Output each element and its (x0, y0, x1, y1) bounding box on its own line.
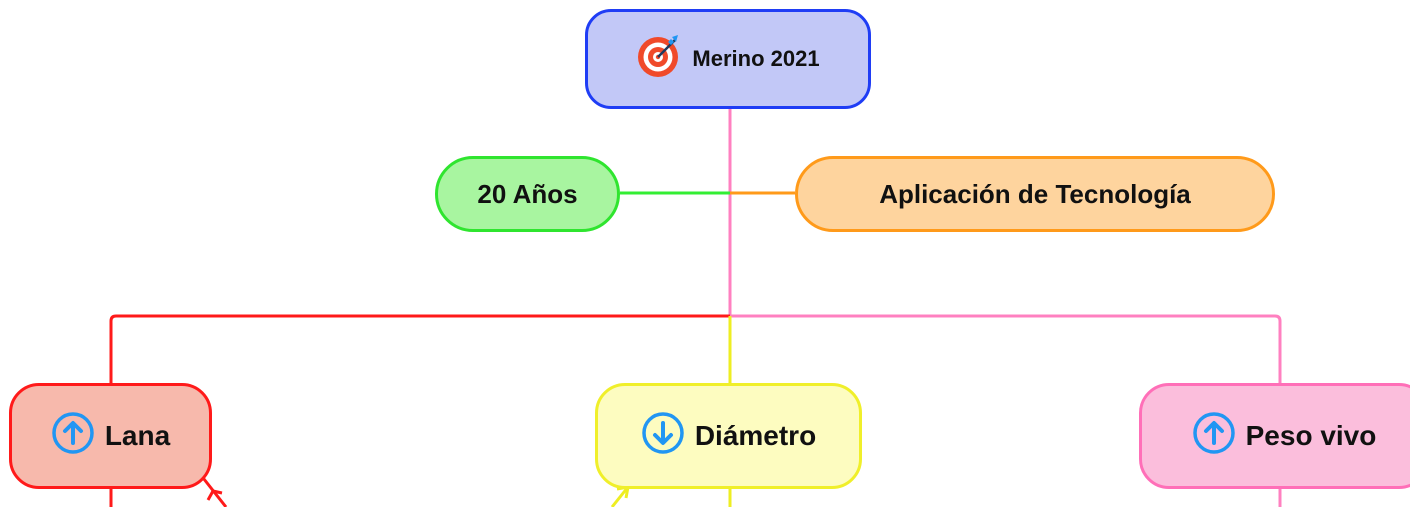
cross-link-lana-arrowhead (206, 489, 223, 501)
arrow-up-icon (51, 411, 95, 462)
connector-to-peso (730, 314, 1282, 383)
cross-link-diametro (610, 486, 630, 507)
node-aplicacion-tecnologia-label: Aplicación de Tecnología (879, 178, 1191, 209)
node-diametro-label: Diámetro (694, 420, 817, 451)
node-peso-vivo-label: Peso vivo (1245, 420, 1377, 451)
node-diametro[interactable]: Diámetro (595, 383, 862, 489)
connector-to-lana (109, 314, 730, 383)
root-label: Merino 2021 (692, 46, 820, 71)
cross-link-lana (198, 473, 228, 507)
node-lana-label: Lana (104, 420, 171, 451)
node-aplicacion-tecnologia[interactable]: Aplicación de Tecnología (795, 156, 1275, 232)
arrow-up-icon (1192, 411, 1236, 462)
node-20-anos-label: 20 Años (477, 178, 578, 209)
arrow-down-icon (641, 411, 685, 462)
node-20-anos[interactable]: 20 Años (435, 156, 620, 232)
root-node[interactable]: Merino 2021 (585, 9, 871, 109)
node-peso-vivo[interactable]: Peso vivo (1139, 383, 1410, 489)
target-icon (636, 33, 682, 85)
node-lana[interactable]: Lana (9, 383, 212, 489)
